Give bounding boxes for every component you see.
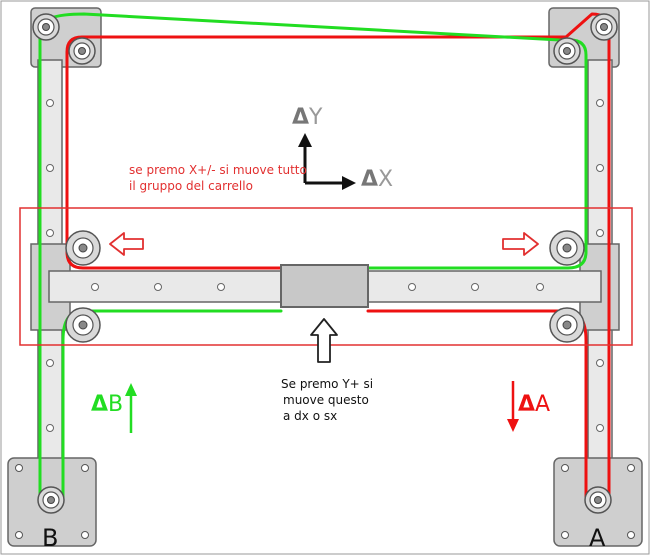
delta-b-letter: B: [108, 392, 123, 417]
pulley-motor-b: [37, 486, 65, 514]
x-rail-holes: [91, 283, 544, 291]
pulley-top-right-outer: [590, 13, 618, 41]
pulley-top-right-inner: [553, 37, 581, 65]
up-hollow-arrow-icon: [310, 318, 338, 363]
delta-a-letter: A: [535, 392, 550, 417]
right-rail-holes: [596, 99, 604, 432]
left-rail-holes: [46, 99, 54, 432]
delta-x-label: ΔX: [361, 167, 393, 192]
delta-y-label: ΔY: [292, 105, 323, 130]
right-hollow-arrow-icon: [502, 232, 539, 256]
pulley-top-left-outer: [32, 13, 60, 41]
pulley-carriage-left-top: [65, 230, 101, 266]
motor-b-label: B: [42, 524, 58, 552]
delta-a-label: ΔA: [518, 392, 550, 417]
delta-a-down-arrow-icon: [507, 381, 519, 432]
delta-a-symbol: Δ: [518, 392, 535, 417]
delta-b-up-arrow-icon: [125, 383, 137, 433]
pulleys: [32, 13, 618, 514]
motor-screw-holes: [15, 464, 635, 539]
red-belt: [65, 12, 611, 510]
pulley-carriage-right-bottom: [549, 307, 585, 343]
motor-a-label: A: [589, 524, 606, 552]
green-belt: [38, 12, 588, 510]
delta-x-symbol: Δ: [361, 167, 378, 192]
pulley-top-left-inner: [68, 37, 96, 65]
delta-y-letter: Y: [308, 105, 323, 130]
y-note-line-2: muove questo: [283, 393, 369, 407]
xy-axes-icon: [298, 133, 356, 190]
pulley-carriage-right-top: [549, 230, 585, 266]
y-note-line-1: Se premo Y+ si: [281, 377, 373, 391]
x-note-line-1: se premo X+/- si muove tutto: [129, 163, 307, 177]
delta-y-symbol: Δ: [292, 105, 309, 130]
left-hollow-arrow-icon: [109, 232, 144, 256]
x-note-line-2: il gruppo del carrello: [129, 179, 253, 193]
delta-b-label: ΔB: [91, 392, 123, 417]
delta-x-letter: X: [378, 167, 393, 192]
delta-b-symbol: Δ: [91, 392, 108, 417]
y-movement-note: Se premo Y+ si muove questo a dx o sx: [281, 377, 377, 423]
y-note-line-3: a dx o sx: [283, 409, 337, 423]
print-carriage: [280, 264, 369, 308]
pulley-motor-a: [584, 486, 612, 514]
pulley-carriage-left-bottom: [65, 307, 101, 343]
x-movement-note: se premo X+/- si muove tutto il gruppo d…: [129, 163, 311, 193]
